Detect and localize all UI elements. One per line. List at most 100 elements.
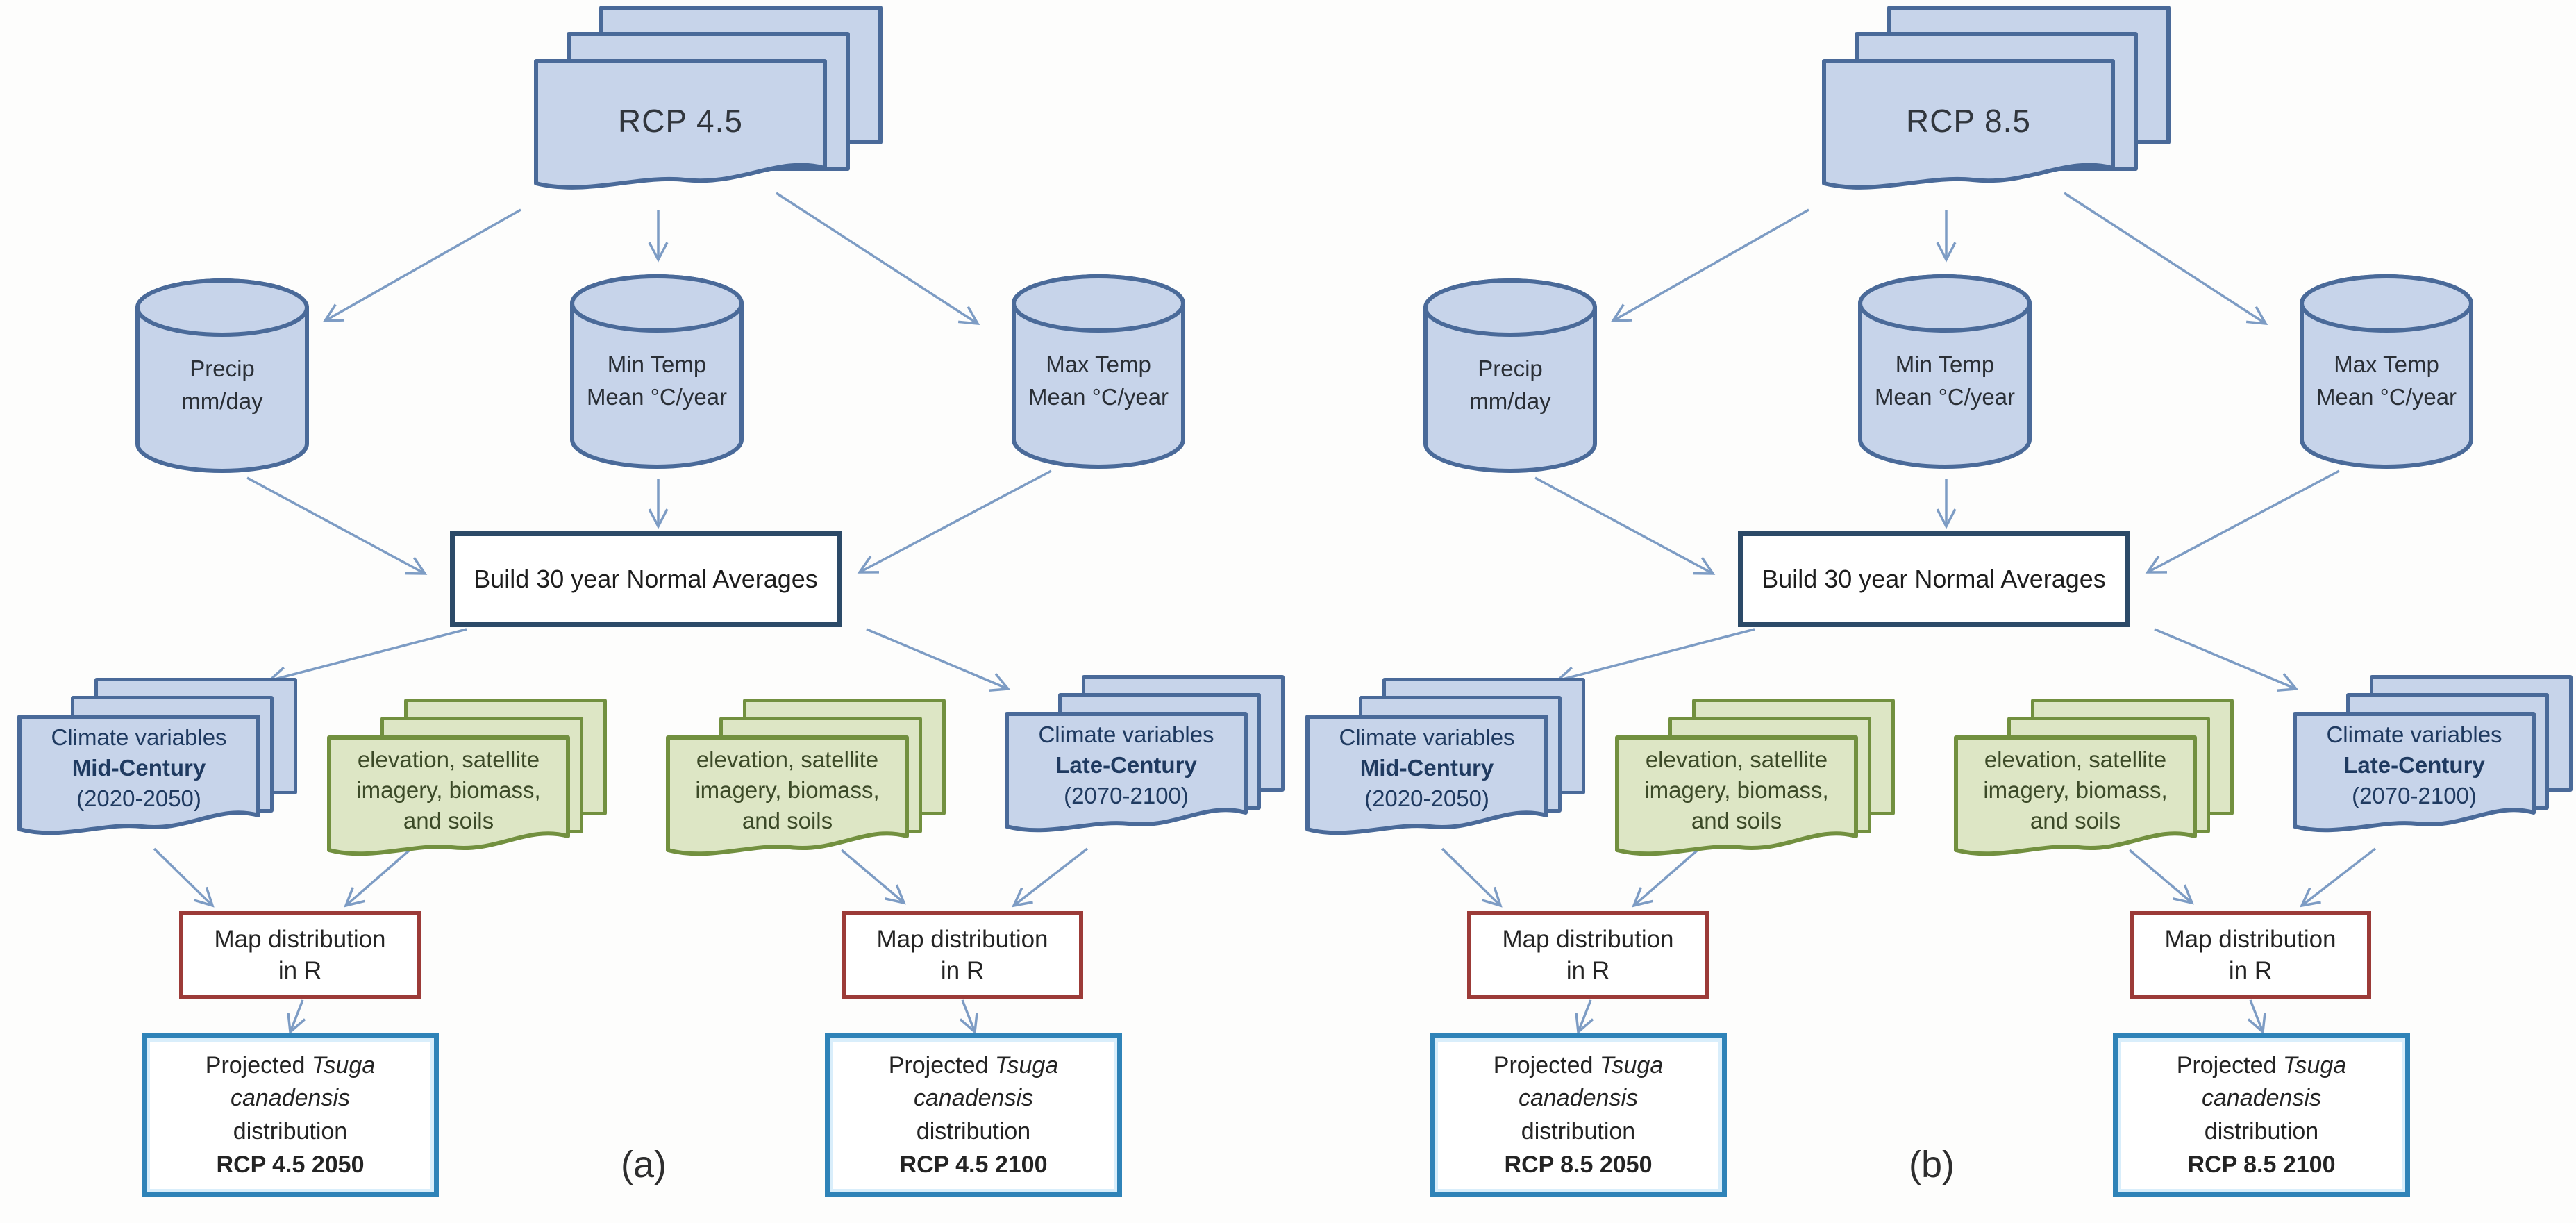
doc-label-line3: and soils — [1691, 808, 1782, 834]
doc-label-line2: imagery, biomass, — [1983, 777, 2168, 804]
map-distribution-box-left: Map distribution in R — [179, 911, 421, 999]
cylinder-label-line2: Mean °C/year — [1874, 383, 2016, 410]
panel-caption: (a) — [621, 1144, 667, 1185]
doc-label-line3: and soils — [742, 808, 833, 834]
cylinder-shape — [1012, 274, 1185, 469]
cylinder-label-line1: Min Temp — [1895, 351, 1995, 377]
arrowhead — [1936, 508, 1957, 529]
cylinder-label-line1: Max Temp — [1046, 351, 1151, 377]
cylinder-label-line2: Mean °C/year — [1028, 383, 1169, 410]
doc-label: elevation, satellite imagery, biomass, a… — [1959, 744, 2192, 837]
output-line1-prefix: Projected — [1493, 1051, 1600, 1079]
output-line2: canadensis — [1519, 1082, 1638, 1115]
panel-caption: (b) — [1909, 1144, 1955, 1185]
arrow-map1-to-output1 — [1577, 999, 1592, 1033]
arrowhead — [344, 887, 365, 908]
output-line1: Projected Tsuga — [2177, 1049, 2346, 1083]
output-species-line1: Tsuga — [994, 1051, 1059, 1079]
database-cylinder-precip: Precip mm/day — [132, 275, 312, 476]
arrow-build-to-midcentury — [269, 628, 467, 682]
arrow-latecentury-to-map2 — [2300, 847, 2377, 907]
output-line2: canadensis — [2202, 1082, 2321, 1115]
arrowhead — [322, 303, 345, 322]
doc-label-line3: and soils — [2030, 808, 2121, 834]
arrowhead — [1936, 242, 1957, 263]
arrowhead — [193, 886, 215, 908]
doc-label-line3: (2070-2100) — [1064, 783, 1189, 809]
arrowhead — [1632, 887, 1653, 908]
cylinder-shape — [570, 274, 744, 469]
output-line1: Projected Tsuga — [889, 1049, 1058, 1083]
output-line3: distribution — [1521, 1118, 1636, 1145]
cylinder-label-line1: Precip — [1478, 356, 1543, 381]
arrow-rcp-to-maxtemp — [776, 192, 978, 325]
map-box-line2: in R — [1566, 957, 1610, 984]
document-page-front — [666, 735, 909, 856]
output-line3: distribution — [2204, 1118, 2319, 1145]
arrow-maxtemp-to-build — [859, 469, 1052, 574]
arrowhead — [957, 306, 980, 326]
arrow-build-to-latecentury — [2154, 628, 2297, 690]
arrow-precip-to-build — [246, 476, 426, 575]
climate-variables-mid-century-multidoc: Climate variables Mid-Century (2020-2050… — [17, 678, 301, 851]
document-page-front — [1305, 715, 1548, 835]
document-page-front — [17, 715, 260, 835]
cylinder-label-line1: Min Temp — [607, 351, 707, 377]
output-line1: Projected Tsuga — [206, 1049, 375, 1083]
process-box-label: Build 30 year Normal Averages — [474, 565, 818, 593]
document-page-front — [534, 59, 827, 190]
map-box-line1: Map distribution — [876, 925, 1048, 953]
cylinder-shape — [135, 278, 309, 473]
doc-label-line1: elevation, satellite — [696, 747, 879, 772]
arrowhead — [857, 555, 880, 574]
doc-label-line2: imagery, biomass, — [695, 777, 880, 804]
arrowhead — [1693, 556, 1716, 575]
arrowhead — [2300, 887, 2321, 908]
output-species-line1: Tsuga — [2282, 1051, 2347, 1079]
arrowhead — [1610, 303, 1633, 322]
cylinder-label-line1: Precip — [190, 356, 255, 381]
output-species-line2: canadensis — [1518, 1085, 1638, 1112]
projected-distribution-box-right: Projected Tsuga canadensis distribution … — [2113, 1033, 2410, 1197]
arrow-env2-to-map2 — [840, 849, 905, 904]
arrowhead — [1575, 1012, 1594, 1035]
arrowhead — [2145, 555, 2168, 574]
map-distribution-box-left: Map distribution in R — [1467, 911, 1709, 999]
flow-arrows — [153, 192, 1089, 1035]
arrow-rcp-to-precip — [324, 208, 521, 322]
doc-label: Climate variables Late-Century (2070-210… — [1010, 719, 1243, 812]
output-species-line1: Tsuga — [1599, 1051, 1664, 1079]
document-page-front — [327, 735, 570, 856]
projected-distribution-box-right: Projected Tsuga canadensis distribution … — [825, 1033, 1122, 1197]
doc-label-line3: (2070-2100) — [2352, 783, 2477, 809]
doc-label-line1: Climate variables — [2326, 722, 2502, 747]
output-species-line2: canadensis — [913, 1085, 1033, 1112]
doc-label: elevation, satellite imagery, biomass, a… — [1620, 744, 1853, 837]
map-box-line1: Map distribution — [1502, 925, 1674, 953]
output-species-line2: canadensis — [2201, 1085, 2321, 1112]
rcp-scenario-label: RCP 8.5 — [1905, 103, 2032, 139]
database-cylinder-maxtemp: Max Temp Mean °C/year — [2296, 271, 2477, 472]
output-line2: canadensis — [914, 1082, 1033, 1115]
cylinder-label: Precip mm/day — [132, 353, 312, 418]
output-species-line1: Tsuga — [311, 1051, 376, 1079]
arrowhead — [959, 1012, 978, 1035]
output-line4: RCP 4.5 2050 — [216, 1151, 365, 1178]
arrow-rcp-to-maxtemp — [2064, 192, 2266, 325]
map-box-line2: in R — [940, 957, 985, 984]
climate-variables-late-century-multidoc: Climate variables Late-Century (2070-210… — [2292, 675, 2576, 849]
climate-variables-late-century-multidoc: Climate variables Late-Century (2070-210… — [1004, 675, 1289, 849]
projected-distribution-box-left: Projected Tsuga canadensis distribution … — [1430, 1033, 1727, 1197]
arrowhead — [405, 556, 428, 575]
doc-label-line1: elevation, satellite — [1645, 747, 1828, 772]
document-page-front — [1954, 735, 2197, 856]
doc-label-line1: Climate variables — [1038, 722, 1214, 747]
arrow-env1-to-map1 — [1632, 849, 1699, 907]
doc-label: Climate variables Late-Century (2070-210… — [2298, 719, 2531, 812]
doc-label-line1: Climate variables — [51, 724, 227, 750]
output-line1-prefix: Projected — [888, 1051, 995, 1079]
arrow-map2-to-output2 — [961, 999, 976, 1033]
cylinder-label: Max Temp Mean °C/year — [2296, 349, 2477, 414]
output-line3: distribution — [233, 1118, 348, 1145]
